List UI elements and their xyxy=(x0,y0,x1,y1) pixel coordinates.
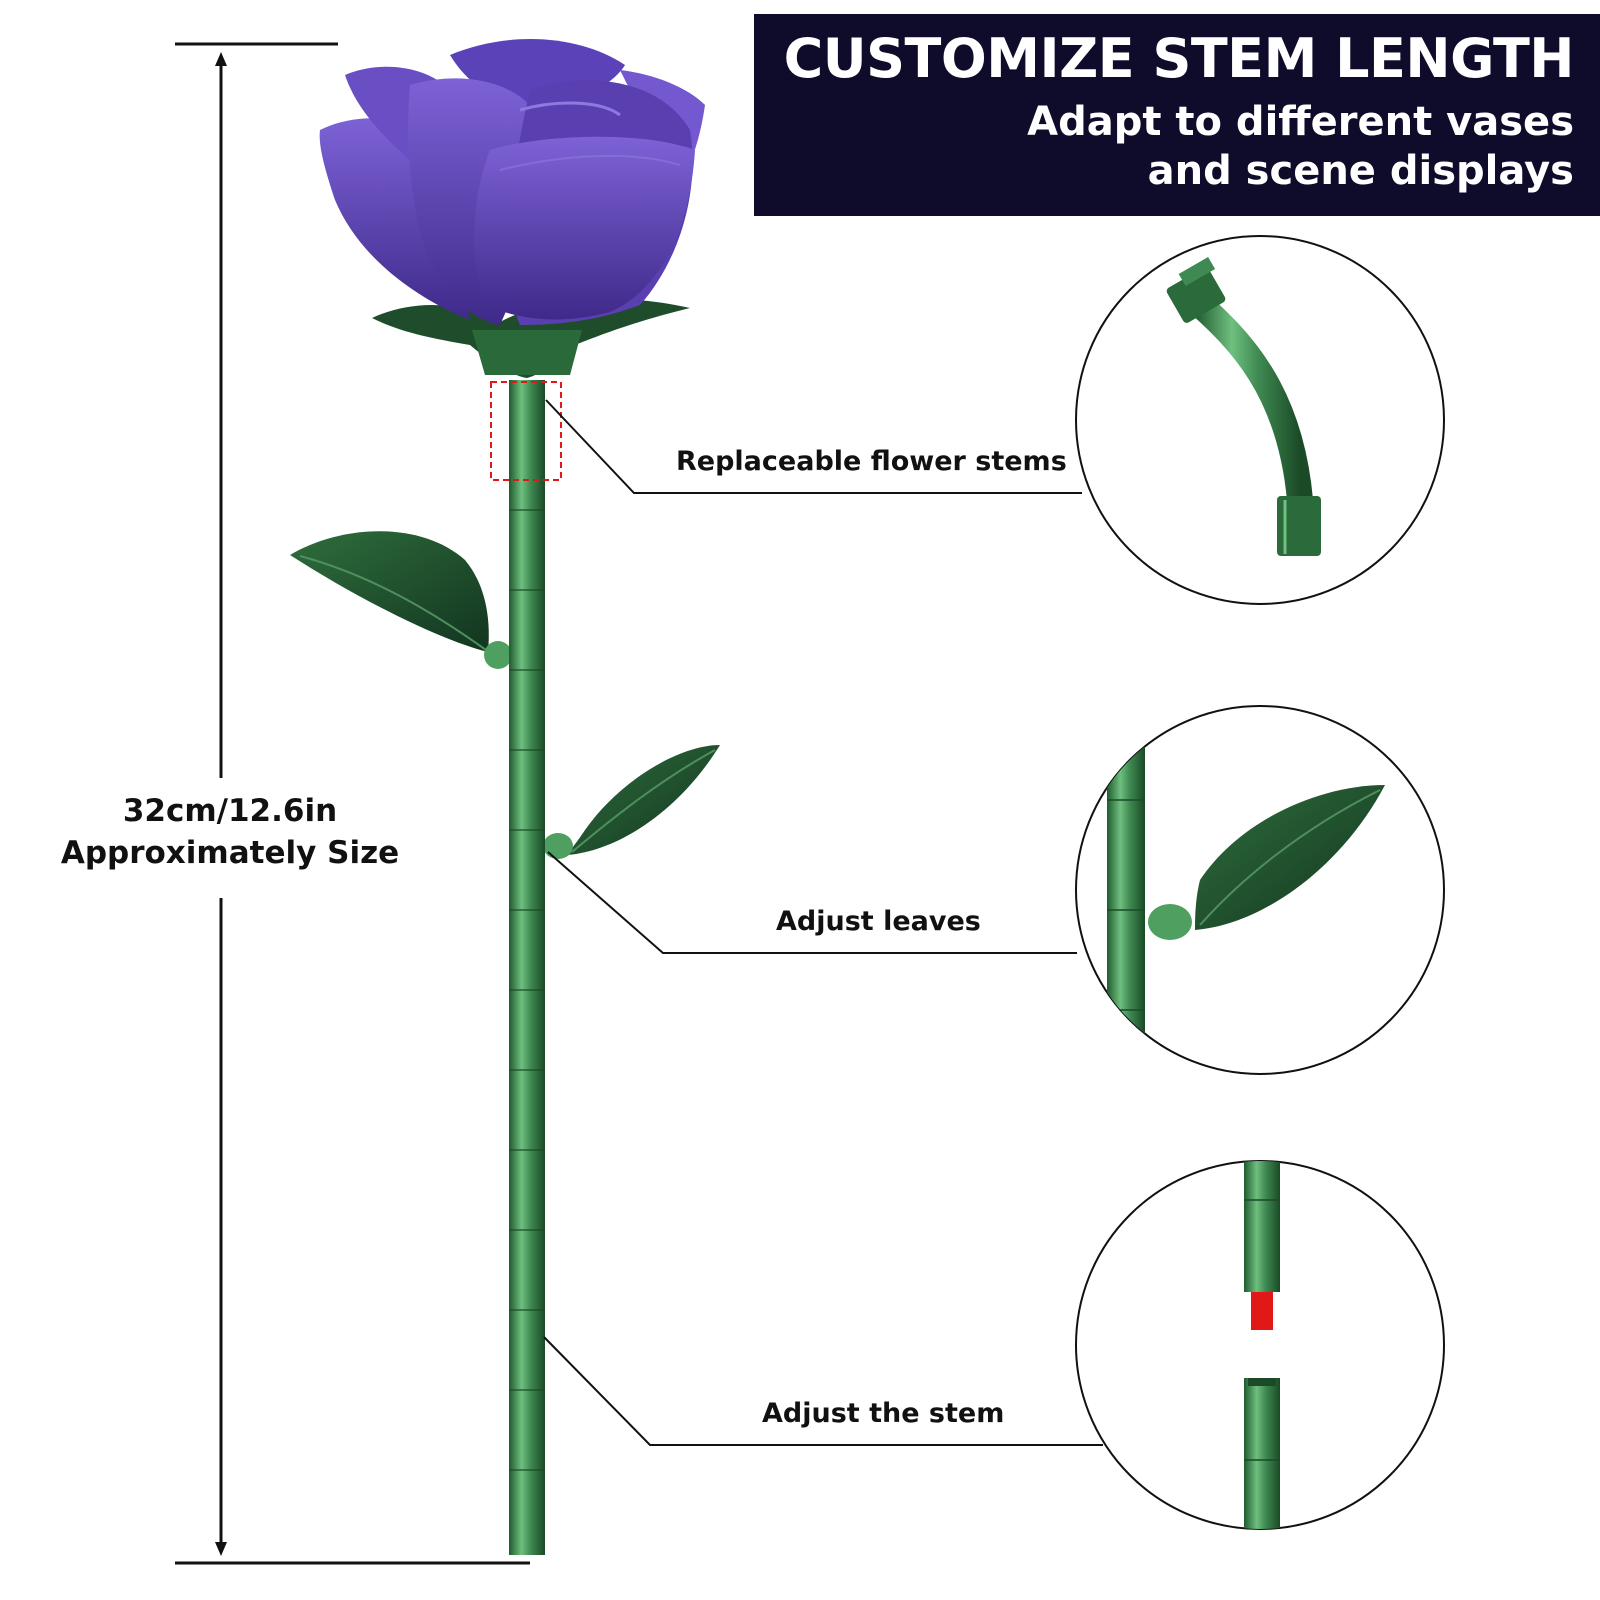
header-banner: CUSTOMIZE STEM LENGTH Adapt to different… xyxy=(754,14,1600,216)
size-label: 32cm/12.6in Approximately Size xyxy=(50,790,410,874)
banner-subtitle-line1: Adapt to different vases xyxy=(1027,99,1574,145)
banner-title: CUSTOMIZE STEM LENGTH xyxy=(783,27,1575,90)
lower-leaf xyxy=(568,745,720,855)
red-connector xyxy=(1251,1292,1273,1330)
size-label-metric: 32cm/12.6in xyxy=(122,793,338,829)
callout-leaves: Adjust leaves xyxy=(776,906,981,937)
leader-lines xyxy=(543,399,1103,1446)
leader-line-stem xyxy=(543,1336,1103,1446)
banner-subtitle-line2: and scene displays xyxy=(1147,148,1574,194)
detail-circle-leaves xyxy=(1075,705,1445,1075)
leader-line-leaves xyxy=(547,851,1077,954)
leader-line-flower-stems xyxy=(545,399,1082,494)
dimension-indicator xyxy=(175,42,530,1565)
arrow-down-icon xyxy=(215,1542,227,1556)
size-label-caption: Approximately Size xyxy=(60,835,400,871)
callout-flower-stems: Replaceable flower stems xyxy=(676,446,1067,477)
detail-circle-stem xyxy=(1075,1160,1445,1530)
highlight-box xyxy=(490,381,562,481)
rose-bloom xyxy=(319,38,705,325)
callout-stem: Adjust the stem xyxy=(762,1398,1005,1429)
detail-circle-flower-stems xyxy=(1075,235,1445,605)
rose-illustration xyxy=(290,38,720,1555)
rose-stem xyxy=(509,380,545,1555)
arrow-up-icon xyxy=(215,52,227,66)
